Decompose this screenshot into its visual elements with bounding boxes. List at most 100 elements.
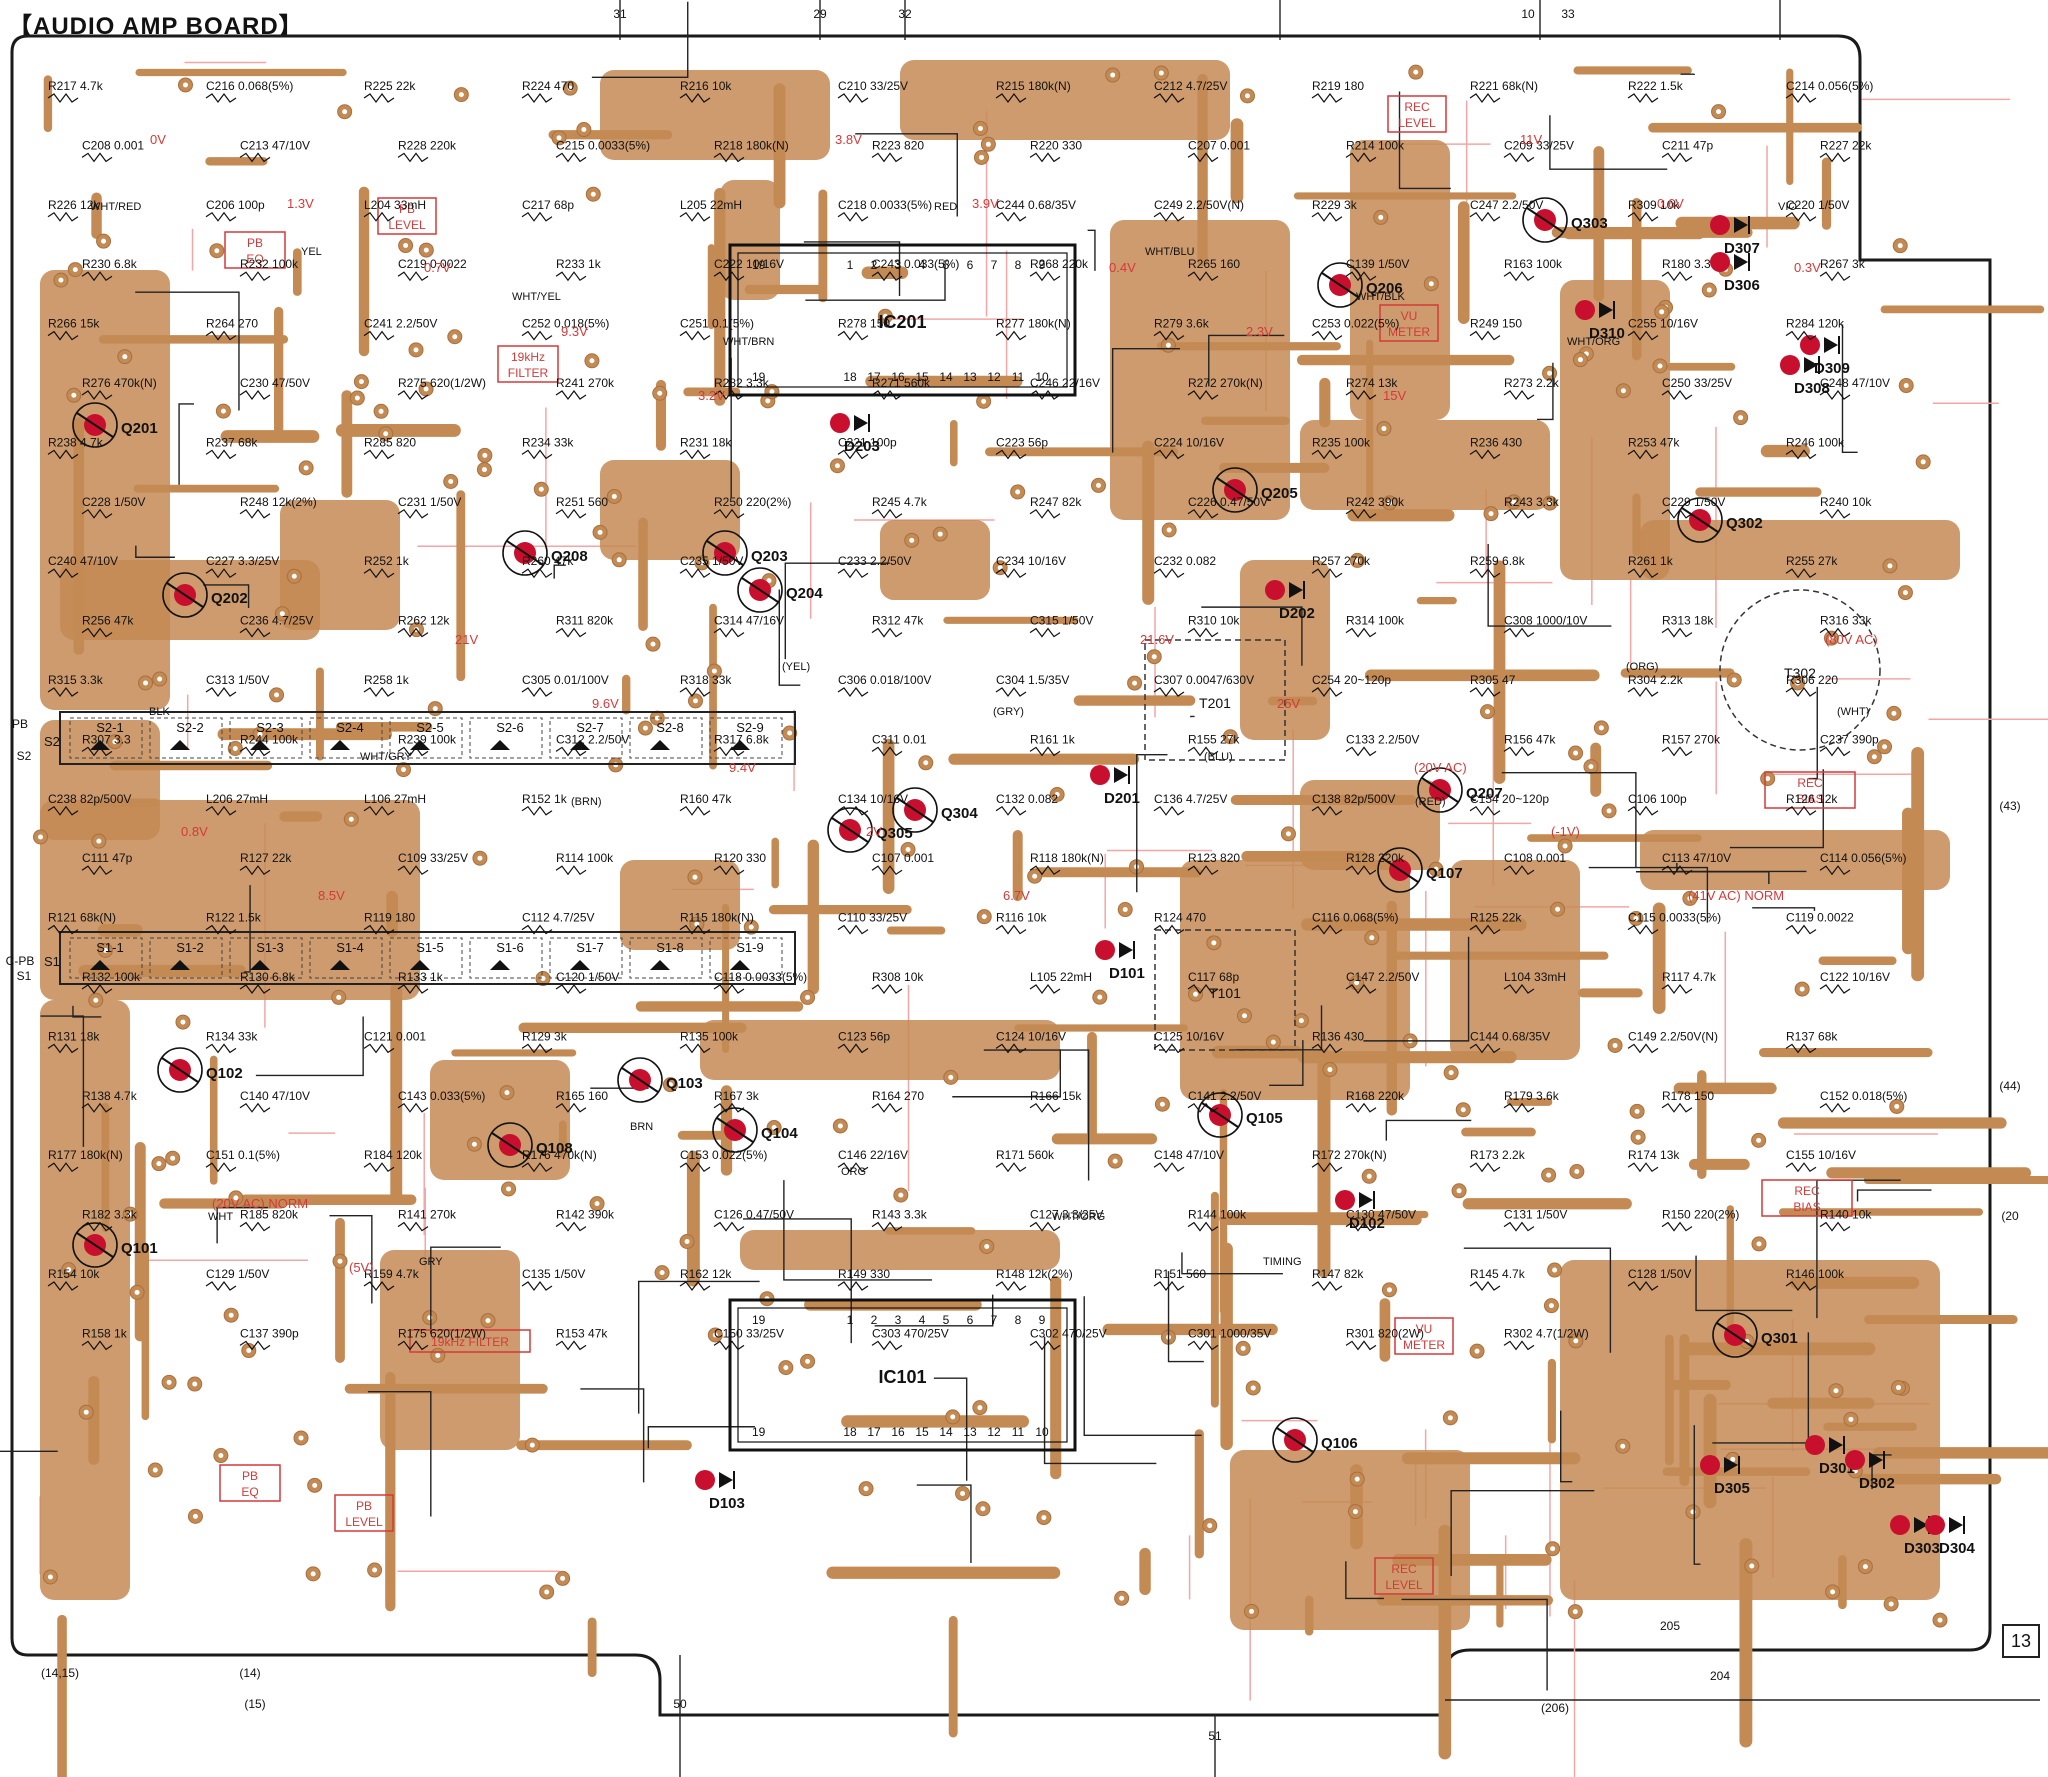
resistor-glyph	[1187, 508, 1219, 519]
diode-marker	[1335, 1190, 1355, 1210]
resistor-glyph	[1627, 805, 1659, 816]
part-label: R234 33k	[522, 435, 574, 449]
part-label: R154 10k	[48, 1267, 100, 1281]
connector-label: (20	[2001, 1209, 2019, 1223]
resistor-glyph	[1785, 211, 1817, 222]
ic201-body	[728, 243, 1077, 397]
resistor-glyph	[1029, 984, 1061, 994]
switch-section-label: S1-1	[96, 940, 123, 955]
pad-hole	[452, 334, 458, 340]
wire-colour-label: (WHT)	[1837, 706, 1869, 718]
resistor-glyph	[1785, 687, 1817, 697]
resistor-glyph	[1311, 449, 1343, 460]
resistor-glyph	[239, 508, 271, 519]
resistor-glyph	[837, 93, 869, 103]
part-label: C308 1000/10V	[1504, 614, 1587, 628]
resistor-glyph	[239, 1102, 271, 1113]
resistor-glyph	[397, 152, 429, 163]
voltage-label: 0V	[150, 132, 166, 147]
wire	[40, 1015, 85, 1147]
resistor-glyph	[679, 687, 711, 697]
transistor-lead	[491, 1132, 529, 1158]
part-label: C226 0.47/50V	[1188, 495, 1268, 509]
resistor-glyph	[871, 271, 903, 282]
resistor-glyph	[555, 1221, 587, 1232]
ic201-pin-label: 12	[987, 370, 1001, 384]
voltage-label: 2.3V	[1246, 324, 1273, 339]
resistor-glyph	[995, 330, 1027, 341]
diode-symbol	[1869, 1452, 1883, 1468]
transistor-outline	[737, 567, 783, 613]
resistor-glyph	[239, 271, 271, 282]
vu-meter-top	[1379, 304, 1439, 342]
switch-contact	[730, 740, 750, 750]
resistor-glyph	[1661, 508, 1693, 519]
resistor-glyph	[397, 984, 429, 994]
resistor-glyph	[47, 568, 79, 579]
pad-hole	[214, 248, 220, 254]
part-label: C218 0.0033(5%)	[838, 198, 932, 212]
part-label: R260 47k	[522, 554, 574, 568]
ic201-pin-label: 2	[871, 258, 878, 272]
resistor-glyph	[1469, 211, 1501, 222]
pad-hole	[156, 1161, 162, 1167]
part-label: R136 430	[1312, 1029, 1364, 1043]
pad-hole	[504, 1090, 510, 1096]
wire	[72, 1005, 102, 1018]
resistor-glyph	[1187, 984, 1219, 994]
resistor-glyph	[397, 865, 429, 876]
resistor-glyph	[1469, 924, 1501, 935]
part-label: R253 47k	[1628, 435, 1680, 449]
diode-label: D101	[1109, 965, 1145, 982]
wire	[1181, 1252, 1283, 1275]
part-label: C134 10/16V	[838, 792, 908, 806]
resistor-glyph	[47, 1162, 79, 1173]
part-label: C123 56p	[838, 1029, 890, 1043]
part-label: R138 4.7k	[82, 1089, 138, 1103]
copper-pour	[40, 800, 420, 1000]
transistor-lead	[621, 1067, 659, 1093]
wire-colour-label: YEL	[301, 246, 322, 258]
pad-hole	[378, 408, 384, 414]
pad-hole	[1112, 1158, 1118, 1164]
part-label: R126 12k	[1786, 792, 1838, 806]
part-label: C301 1000/35V	[1188, 1326, 1271, 1340]
pad-hole	[233, 1195, 239, 1201]
pad-hole	[1573, 750, 1579, 756]
wire	[1401, 1598, 1548, 1691]
diode-marker	[1890, 1515, 1910, 1535]
switch-contact	[170, 740, 190, 750]
resistor-glyph	[1469, 93, 1501, 103]
part-label: C155 10/16V	[1786, 1148, 1856, 1162]
wire	[1167, 1271, 1204, 1363]
part-label: R149 330	[838, 1267, 890, 1281]
wire-colour-label: (YEL)	[782, 661, 810, 673]
resistor-glyph	[81, 390, 113, 400]
resistor-glyph	[1661, 1102, 1693, 1113]
pad-hole	[1447, 1415, 1453, 1421]
resistor-glyph	[205, 924, 237, 935]
resistor-glyph	[1345, 865, 1377, 876]
pad-hole	[1546, 1172, 1552, 1178]
copper-pour	[900, 60, 1230, 140]
resistor-glyph	[1029, 271, 1061, 282]
part-label: C130 47/50V	[1346, 1208, 1416, 1222]
rec-bias-1	[1764, 771, 1856, 809]
resistor-glyph	[713, 1340, 745, 1351]
transistor-lead	[1526, 207, 1564, 233]
voltage-label: (80V AC)	[1825, 632, 1878, 647]
connector-label: 29	[813, 7, 827, 21]
resistor-glyph	[1345, 746, 1377, 757]
ic101-pin-label: 19	[752, 1313, 766, 1327]
wire	[1856, 1189, 1932, 1202]
pad-hole	[1862, 1564, 1868, 1570]
resistor-glyph	[871, 1221, 903, 1232]
resistor-glyph	[837, 687, 869, 697]
pad-hole	[1474, 1348, 1480, 1354]
wire	[1043, 1336, 1157, 1465]
resistor-glyph	[1345, 1221, 1377, 1232]
resistor-glyph	[205, 93, 237, 103]
part-label: C150 33/25V	[714, 1326, 784, 1340]
resistor-glyph	[1785, 1281, 1817, 1291]
resistor-glyph	[555, 746, 587, 757]
